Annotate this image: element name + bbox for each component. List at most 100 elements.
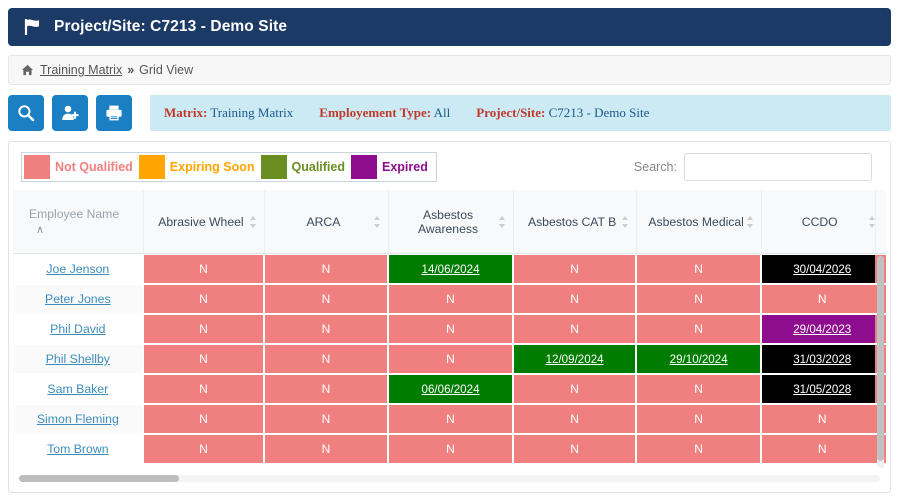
qualification-cell[interactable]: N — [387, 344, 514, 374]
search-button[interactable] — [8, 95, 44, 131]
user-plus-icon — [61, 104, 79, 122]
employee-name-link[interactable]: Joe Jenson — [46, 262, 110, 276]
legend-item: Qualified — [260, 155, 351, 179]
employee-name-link[interactable]: Sam Baker — [47, 382, 109, 396]
qualification-cell[interactable]: 29/04/2023 — [761, 314, 883, 344]
qualification-cell[interactable]: N — [635, 404, 762, 434]
qualification-cell[interactable]: N — [513, 254, 636, 284]
cell-value-date: 31/03/2028 — [793, 353, 852, 366]
cell-value-none: N — [446, 352, 455, 366]
breadcrumb-link-training-matrix[interactable]: Training Matrix — [40, 63, 123, 77]
qualification-cell[interactable]: N — [142, 404, 265, 434]
partial-column-header — [875, 190, 886, 254]
qualification-cell[interactable]: N — [142, 434, 265, 464]
qualification-cell[interactable]: N — [635, 254, 762, 284]
column-header-asbestos-cat-b[interactable]: Asbestos CAT B — [513, 190, 636, 254]
employee-name-link[interactable]: Tom Brown — [47, 442, 109, 456]
info-key-employment-type: Employement Type: — [319, 105, 432, 120]
legend-swatch — [24, 155, 50, 179]
qualification-cell[interactable]: 06/06/2024 — [387, 374, 514, 404]
employee-name-link[interactable]: Peter Jones — [45, 292, 111, 306]
cell-value-none: N — [570, 292, 579, 306]
search-input[interactable] — [684, 153, 872, 181]
breadcrumb-current: Grid View — [139, 63, 194, 77]
qualification-cell[interactable]: N — [513, 404, 636, 434]
search-icon — [17, 104, 35, 122]
cell-value-date: 30/04/2026 — [793, 263, 852, 276]
vertical-scrollbar-thumb[interactable] — [877, 256, 884, 461]
qualification-cell[interactable]: N — [142, 314, 265, 344]
qualification-cell[interactable]: N — [635, 314, 762, 344]
qualification-cell[interactable]: N — [513, 314, 636, 344]
qualification-cell[interactable]: N — [142, 374, 265, 404]
qualification-cell[interactable]: N — [264, 434, 388, 464]
cell-value-none: N — [321, 262, 331, 276]
column-header-ccdo[interactable]: CCDO — [761, 190, 883, 254]
qualification-cell[interactable]: N — [387, 404, 514, 434]
qualification-cell[interactable]: N — [513, 434, 636, 464]
column-header-employee-name[interactable]: Employee Name∧ — [13, 190, 143, 254]
qualification-cell[interactable]: N — [387, 314, 514, 344]
qualification-cell[interactable]: N — [264, 314, 388, 344]
qualification-cell[interactable]: N — [142, 284, 265, 314]
qualification-cell[interactable]: 14/06/2024 — [387, 254, 514, 284]
add-employee-button[interactable] — [52, 95, 88, 131]
sort-both-icon — [868, 215, 876, 229]
cell-value-none: N — [199, 292, 208, 306]
qualification-cell[interactable]: 29/10/2024 — [635, 344, 762, 374]
qualification-cell[interactable]: N — [264, 254, 388, 284]
horizontal-scrollbar[interactable] — [19, 475, 880, 482]
qualification-cell[interactable]: N — [264, 404, 388, 434]
qualification-cell[interactable]: N — [142, 344, 265, 374]
qualification-cell[interactable]: N — [635, 374, 762, 404]
column-header-arca[interactable]: ARCA — [264, 190, 388, 254]
employee-name-link[interactable]: Simon Fleming — [36, 412, 119, 426]
qualification-cell[interactable]: N — [264, 374, 388, 404]
column-header-asbestos-medical[interactable]: Asbestos Medical — [635, 190, 762, 254]
cell-value-none: N — [694, 262, 703, 276]
qualification-cell[interactable]: N — [513, 374, 636, 404]
qualification-cell[interactable]: N — [635, 284, 762, 314]
legend-swatch — [351, 155, 377, 179]
qualification-cell[interactable]: N — [513, 284, 636, 314]
qualification-cell[interactable]: 30/04/2026 — [761, 254, 883, 284]
cell-value-none: N — [199, 412, 208, 426]
qualification-cell[interactable]: N — [387, 284, 514, 314]
qualification-cell[interactable]: N — [142, 254, 265, 284]
vertical-scrollbar[interactable] — [877, 256, 884, 468]
legend-label: Expired — [382, 160, 428, 174]
print-button[interactable] — [96, 95, 132, 131]
column-header-abrasive-wheel[interactable]: Abrasive Wheel — [142, 190, 265, 254]
qualification-cell[interactable]: N — [761, 434, 883, 464]
employee-name-link[interactable]: Phil David — [50, 322, 106, 336]
info-value-matrix: Training Matrix — [210, 105, 294, 120]
sort-both-icon — [621, 215, 629, 229]
page-header-bar: Project/Site: C7213 - Demo Site — [8, 8, 891, 46]
qualification-cell[interactable]: 31/05/2028 — [761, 374, 883, 404]
qualification-cell[interactable]: N — [387, 434, 514, 464]
cell-value-none: N — [446, 292, 455, 306]
qualification-cell[interactable]: N — [264, 344, 388, 374]
printer-icon — [105, 104, 123, 122]
qualification-cell[interactable]: N — [264, 284, 388, 314]
qualification-cell[interactable]: N — [761, 284, 883, 314]
cell-value-none: N — [321, 442, 331, 456]
legend-item: Expiring Soon — [138, 155, 261, 179]
qualification-cell[interactable]: 12/09/2024 — [513, 344, 636, 374]
horizontal-scrollbar-thumb[interactable] — [19, 475, 179, 482]
column-header-asbestos-awareness[interactable]: Asbestos Awareness — [387, 190, 514, 254]
info-key-matrix: Matrix: — [164, 105, 208, 120]
qualification-cell[interactable]: N — [635, 434, 762, 464]
breadcrumb-separator: » — [127, 63, 135, 77]
employee-name-link[interactable]: Phil Shellby — [45, 352, 110, 366]
cell-value-none: N — [817, 412, 827, 426]
cell-value-none: N — [199, 322, 208, 336]
qualification-cell[interactable]: 31/03/2028 — [761, 344, 883, 374]
qualification-cell[interactable]: N — [761, 404, 883, 434]
